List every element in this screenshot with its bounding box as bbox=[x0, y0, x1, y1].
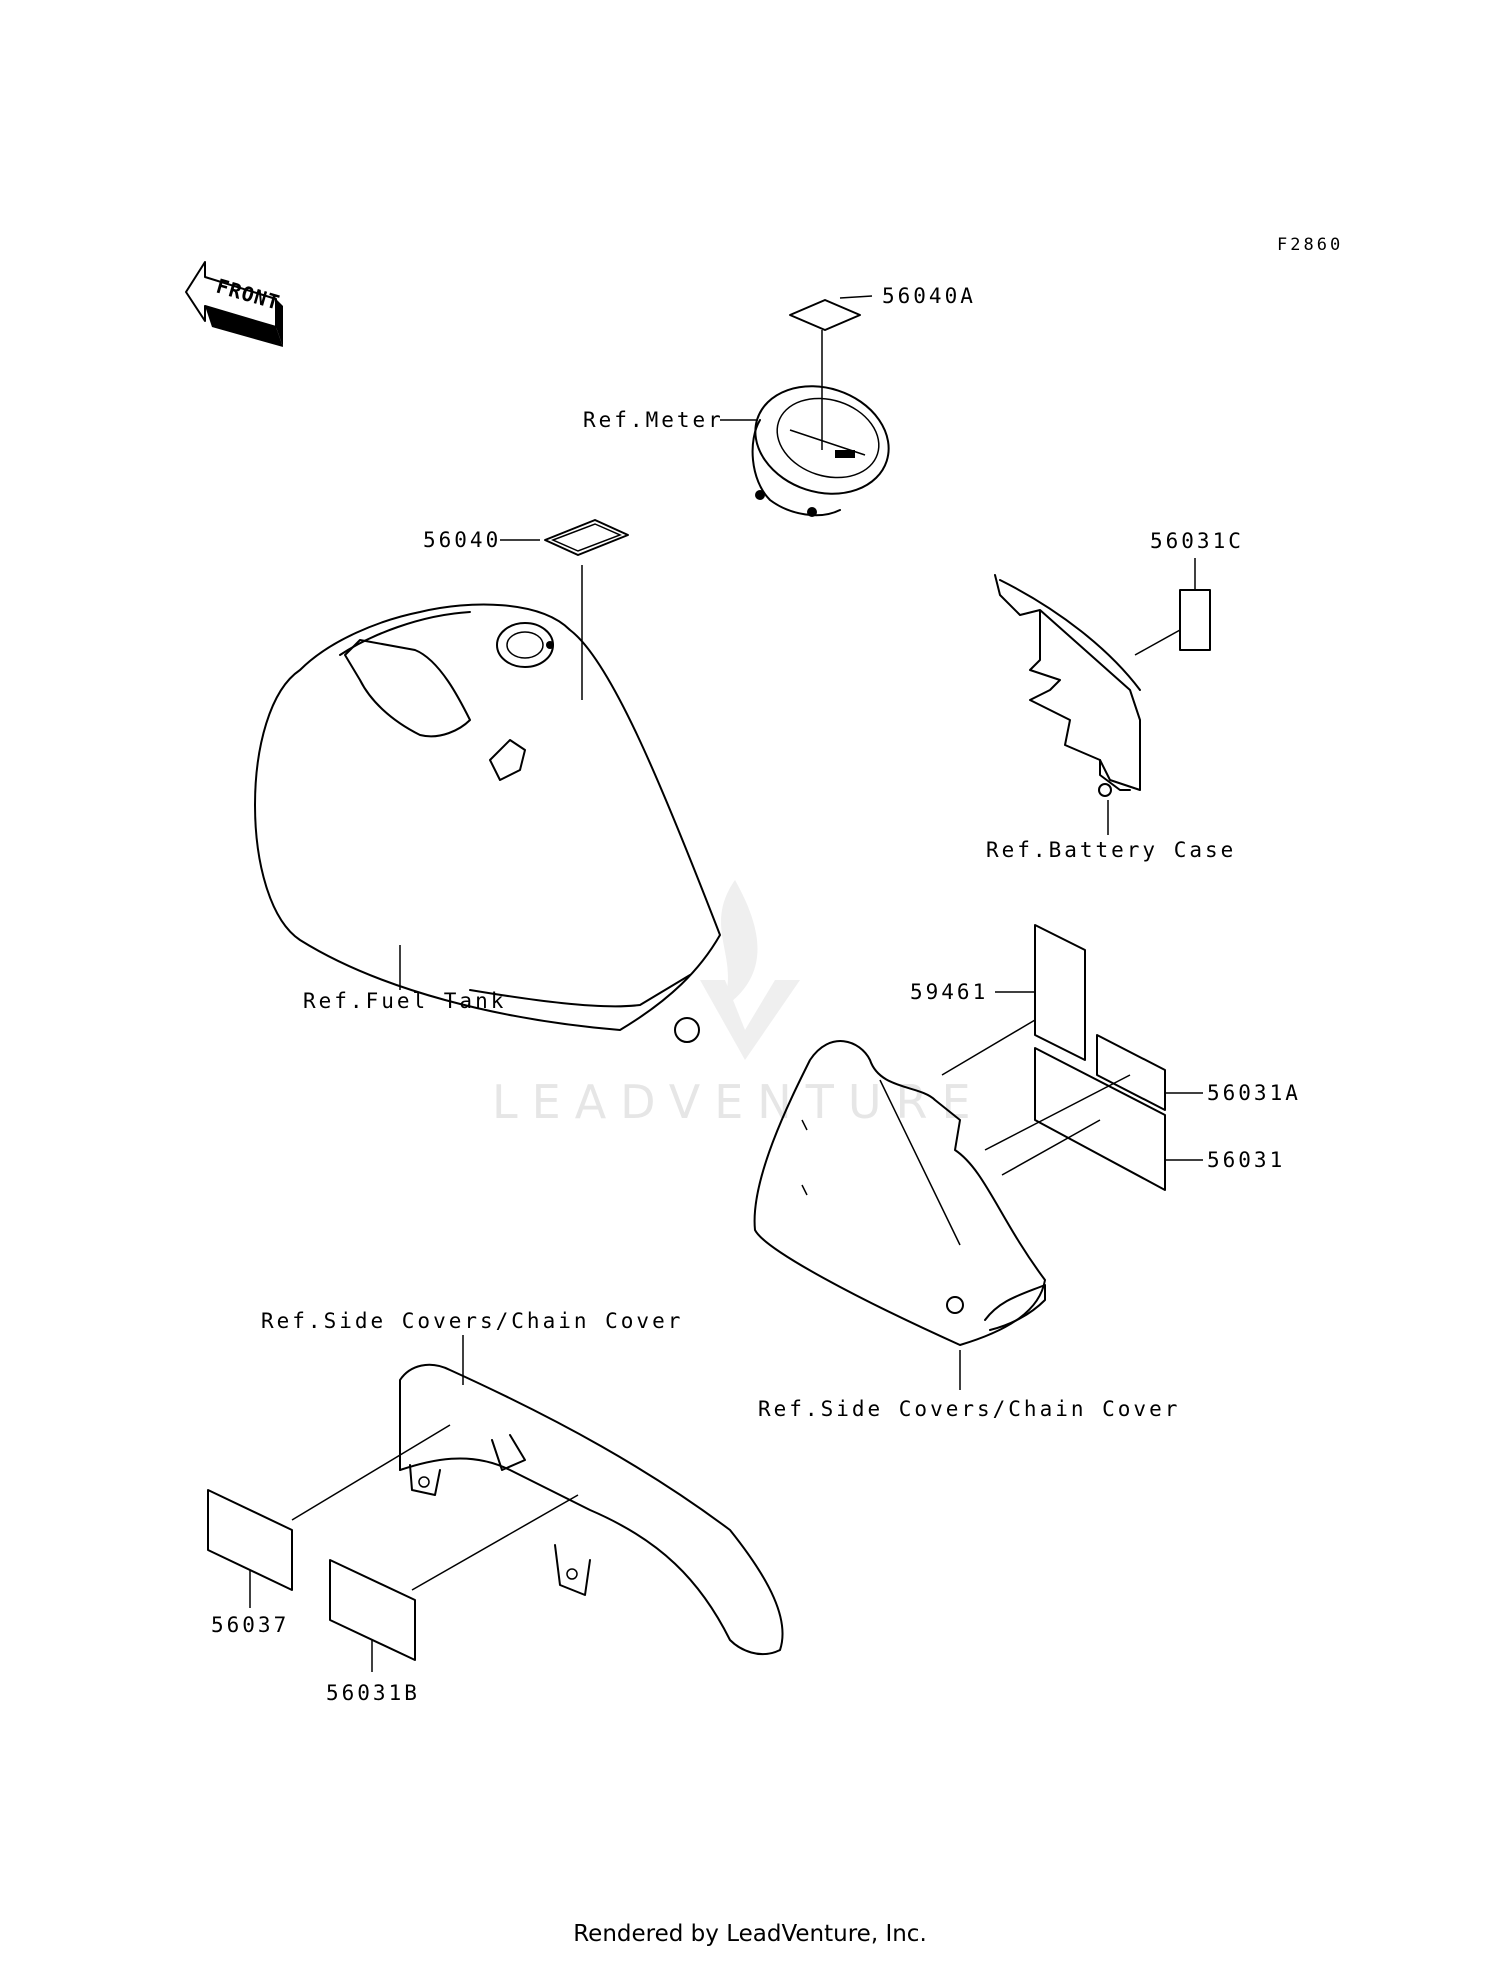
callout-ref-side-covers-left: Ref.Side Covers/Chain Cover bbox=[261, 1309, 683, 1333]
callout-56037: 56037 bbox=[211, 1613, 289, 1637]
callout-56031: 56031 bbox=[1207, 1148, 1285, 1172]
callout-ref-side-covers-right: Ref.Side Covers/Chain Cover bbox=[758, 1397, 1180, 1421]
decal-56031C bbox=[1134, 558, 1211, 656]
leadventure-watermark: LEADVENTURE bbox=[492, 880, 985, 1129]
callout-56040: 56040 bbox=[423, 528, 501, 552]
chain-cover-part bbox=[399, 1363, 784, 1656]
decal-56031 bbox=[1001, 1047, 1203, 1191]
footer-credit: Rendered by LeadVenture, Inc. bbox=[573, 1921, 927, 1947]
front-arrow-icon: FRONT bbox=[185, 261, 283, 347]
decal-56040 bbox=[500, 519, 629, 700]
decal-56031B bbox=[329, 1494, 579, 1672]
callout-56040A: 56040A bbox=[882, 284, 976, 308]
callout-ref-battery-case: Ref.Battery Case bbox=[986, 838, 1236, 862]
callout-56031B: 56031B bbox=[326, 1681, 420, 1705]
meter-part bbox=[751, 385, 890, 517]
decal-59461 bbox=[941, 924, 1086, 1076]
callout-59461: 59461 bbox=[910, 980, 988, 1004]
callout-56031C: 56031C bbox=[1150, 529, 1244, 553]
callout-ref-fuel-tank: Ref.Fuel Tank bbox=[303, 989, 506, 1013]
side-cover-right-part bbox=[753, 1040, 1046, 1346]
front-arrow-label: FRONT bbox=[214, 274, 283, 315]
decal-56040A bbox=[789, 295, 873, 450]
callout-ref-meter: Ref.Meter bbox=[583, 408, 724, 432]
figure-code: F2860 bbox=[1277, 235, 1343, 255]
callout-56031A: 56031A bbox=[1207, 1081, 1301, 1105]
decal-56037 bbox=[207, 1424, 451, 1608]
decal-56031A bbox=[984, 1034, 1203, 1151]
watermark-text: LEADVENTURE bbox=[492, 1075, 985, 1129]
fuel-tank-part bbox=[254, 603, 721, 1043]
battery-case-part bbox=[994, 574, 1141, 797]
